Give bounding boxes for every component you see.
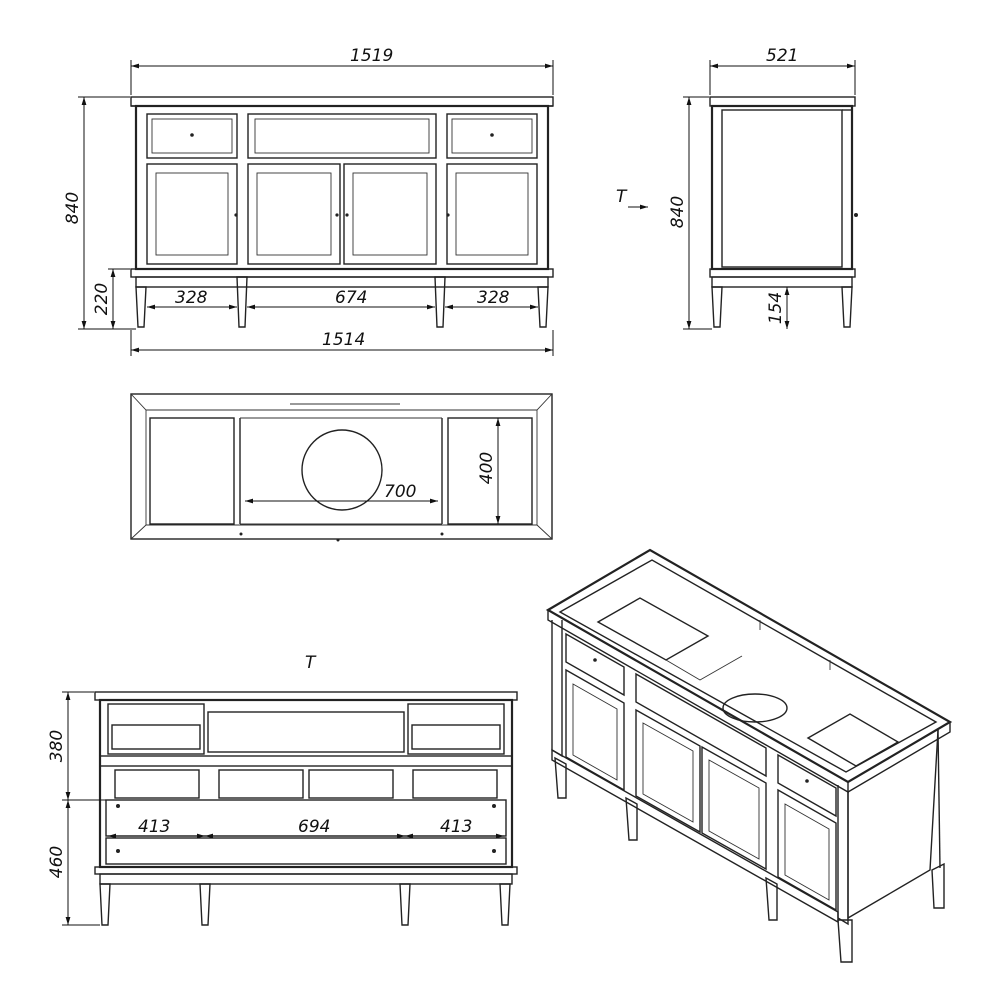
front-dimensions: 1519 840 220 328 674 328 1514 [63,46,554,356]
section-arrow-label: T [616,187,628,207]
dim-side-leg-height: 154 [766,292,786,324]
front-view [130,96,554,328]
dim-side-depth: 521 [766,46,798,66]
dim-opening-right: 328 [477,288,510,308]
section-title: T [305,653,317,673]
section-dimensions: 380 460 413 694 413 [47,691,504,926]
isometric-view [545,548,953,963]
dim-front-height: 840 [63,192,83,224]
dim-opening-center: 674 [335,288,367,308]
dim-section-upper: 380 [47,730,67,762]
dim-cutout-width: 700 [384,482,416,502]
top-view [130,393,553,542]
side-view [709,96,858,328]
section-view: T [94,653,518,926]
dim-section-left: 413 [138,817,170,837]
dim-front-width-bottom: 1514 [322,330,365,350]
side-dimensions: 521 840 154 T [616,46,856,330]
dim-section-right: 413 [440,817,472,837]
dim-section-lower: 460 [47,846,67,878]
top-dimensions: 700 400 [245,418,501,524]
dim-cutout-depth: 400 [477,452,497,484]
dim-front-width-top: 1519 [350,46,393,66]
dim-side-height: 840 [668,196,688,228]
dim-plinth-height: 220 [92,283,112,315]
dim-opening-left: 328 [175,288,208,308]
dim-section-center: 694 [298,817,330,837]
